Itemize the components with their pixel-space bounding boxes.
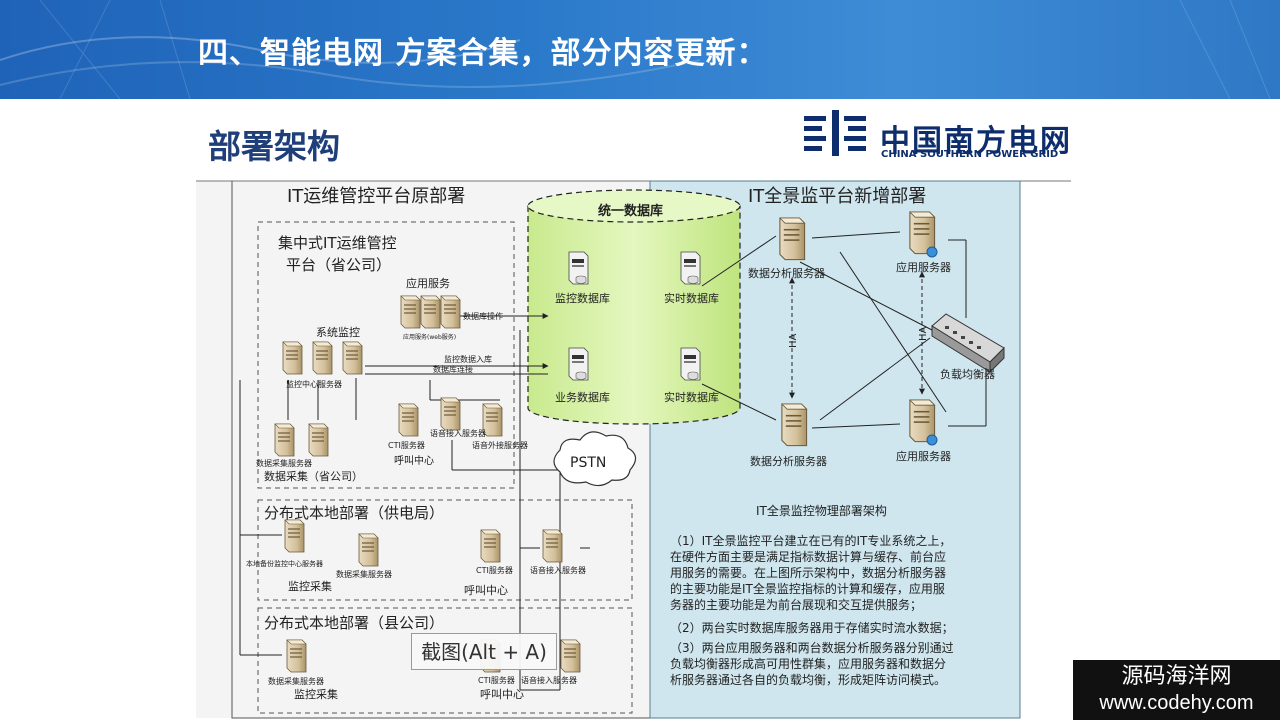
label-realtime-db-2: 实时数据库 [664,390,719,404]
analysis-server-bottom [781,403,808,447]
label-analysis-server-1: 数据分析服务器 [748,266,825,280]
group-county [257,607,633,714]
pstn-cloud: PSTN [553,431,637,487]
label-local-backup-server: 本地备份监控中心服务器 [246,559,323,568]
group-supply-bureau [257,499,633,601]
label-db-op: 数据库操作 [463,311,503,321]
description-block: （1）IT全景监控平台建立在已有的IT专业系统之上， 在硬件方面主要是满足指标数… [670,533,954,687]
label-db-conn: 数据库连接 [433,364,473,374]
label-voice-in-server: 语音接入服务器 [430,428,486,438]
label-analysis-server-2: 数据分析服务器 [750,454,827,468]
centralized-label-1: 集中式IT运维管控 [278,234,397,252]
logo-text-cn: 中国南方电网 [880,124,1072,159]
desc-line: 务器的主要功能是为前台展现和交互提供服务； [670,597,922,612]
desc-line: 负载均衡器形成高可用性群集，应用服务器和数据分 [670,656,946,671]
label-call-center-2: 呼叫中心 [464,584,508,597]
app-server-top [909,211,938,258]
label-voice-out-server: 语音外接服务器 [472,440,528,450]
app-server-bottom [909,399,938,446]
label-app-service-sub: 应用服务(web服务) [403,333,456,341]
label-monitor-db-in: 监控数据入库 [444,354,492,364]
watermark: 源码海洋网 www.codehy.com [1073,660,1280,720]
label-realtime-db-1: 实时数据库 [664,291,719,305]
system-monitor-servers [282,341,363,375]
banner-decoration [0,0,1271,99]
analysis-server-top [779,217,806,261]
group-centralized [257,221,515,489]
desc-line: （3）两台应用服务器和两台数据分析服务器分别通过 [670,640,954,655]
label-app-server-1: 应用服务器 [896,260,951,274]
label-cti-server-3: CTI服务器 [478,675,515,685]
label-app-service: 应用服务 [406,276,450,290]
label-collect-server-3: 数据采集服务器 [268,676,324,686]
unified-database-cylinder [527,189,741,425]
label-monitor-collect-1: 监控采集 [288,579,332,593]
page-title: 四、智能电网 方案合集，部分内容更新： [198,36,768,71]
watermark-cn: 源码海洋网 [1121,664,1232,689]
db-title: 统一数据库 [598,203,663,219]
label-collect-server-2: 数据采集服务器 [336,569,392,579]
left-panel-title: IT运维管控平台原部署 [287,186,465,207]
label-sys-monitor: 系统监控 [316,325,360,339]
label-monitor-db: 监控数据库 [555,291,610,305]
desc-line: 在硬件方面主要是满足指标数据计算与缓存、前台应 [670,549,946,564]
desc-line: 析服务器通过各自的负载均衡，形成矩阵访问模式。 [670,672,946,687]
label-voice-in-server-3: 语音接入服务器 [521,675,577,685]
label-call-center: 呼叫中心 [394,454,434,467]
label-ha-2: HA [918,326,929,341]
load-balancer-device [931,313,1005,374]
desc-line: 的主要功能是IT全景监控指标的计算和缓存，应用服 [670,581,945,596]
label-load-balancer: 负载均衡器 [940,367,995,381]
app-service-servers [400,295,461,329]
screenshot-tooltip: 截图(Alt + A) [411,633,557,670]
desc-line: 用服务的需要。在上图所示架构中，数据分析服务器 [670,565,946,580]
right-panel-title: IT全景监平台新增部署 [748,186,926,207]
label-voice-in-server-2: 语音接入服务器 [530,565,586,575]
label-monitor-center-server: 监控中心服务器 [286,379,342,389]
label-phys-title: IT全景监控物理部署架构 [756,503,887,518]
watermark-url: www.codehy.com [1099,692,1254,714]
label-cti-server: CTI服务器 [388,440,425,450]
label-call-center-3: 呼叫中心 [480,688,524,701]
label-ha-1: HA [788,333,799,348]
label-cti-server-2: CTI服务器 [476,565,513,575]
pstn-label: PSTN [570,455,606,471]
label-business-db: 业务数据库 [555,390,610,404]
logo-text-en: CHINA SOUTHERN POWER GRID [881,149,1059,160]
connection-lines [239,313,590,691]
desc-line: （2）两台实时数据库服务器用于存储实时流水数据； [670,620,954,635]
slide-title: 部署架构 [208,127,340,166]
label-dist-supply: 分布式本地部署（供电局） [264,504,444,522]
header-banner [0,0,1280,99]
right-connection-lines [701,231,987,429]
label-dist-county: 分布式本地部署（县公司） [264,614,444,632]
label-collect-province: 数据采集（省公司） [264,469,363,483]
csg-logo-icon [804,110,866,156]
centralized-label-2: 平台（省公司） [286,256,391,274]
label-collect-server: 数据采集服务器 [256,458,312,468]
label-monitor-collect-2: 监控采集 [294,687,338,701]
desc-line: （1）IT全景监控平台建立在已有的IT专业系统之上， [670,533,951,548]
label-app-server-2: 应用服务器 [896,449,951,463]
